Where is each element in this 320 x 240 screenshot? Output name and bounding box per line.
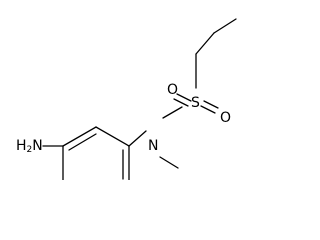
c1-c2-bond	[195, 32, 215, 55]
s-o-left-bond-b	[173, 98, 189, 107]
sulfur-label: S	[191, 95, 200, 111]
c2-c3-bond	[213, 18, 237, 34]
sulfonamide-nitrogen-label: N	[148, 138, 158, 154]
s-o-right-bond-a	[203, 100, 219, 109]
n-methyl-bond	[159, 156, 179, 169]
ring-bond-2	[95, 126, 130, 147]
ring-bond-1	[62, 126, 97, 147]
s-o-left-bond-a	[176, 93, 192, 102]
amine-subscript: 2	[27, 145, 33, 155]
amine-label: H2N	[16, 138, 43, 155]
s-o-right-bond-b	[200, 105, 216, 114]
aryl-n-bond	[128, 130, 147, 147]
amine-n: N	[32, 138, 42, 154]
benzene-ring	[62, 126, 130, 180]
ring-double-bond-inner-1	[68, 133, 97, 151]
n-s-bond	[162, 106, 183, 119]
oxygen-right-label: O	[220, 110, 231, 126]
oxygen-left-label: O	[167, 82, 178, 98]
chemical-structure: H2N N S O O	[16, 18, 237, 180]
amine-h: H	[16, 138, 27, 154]
